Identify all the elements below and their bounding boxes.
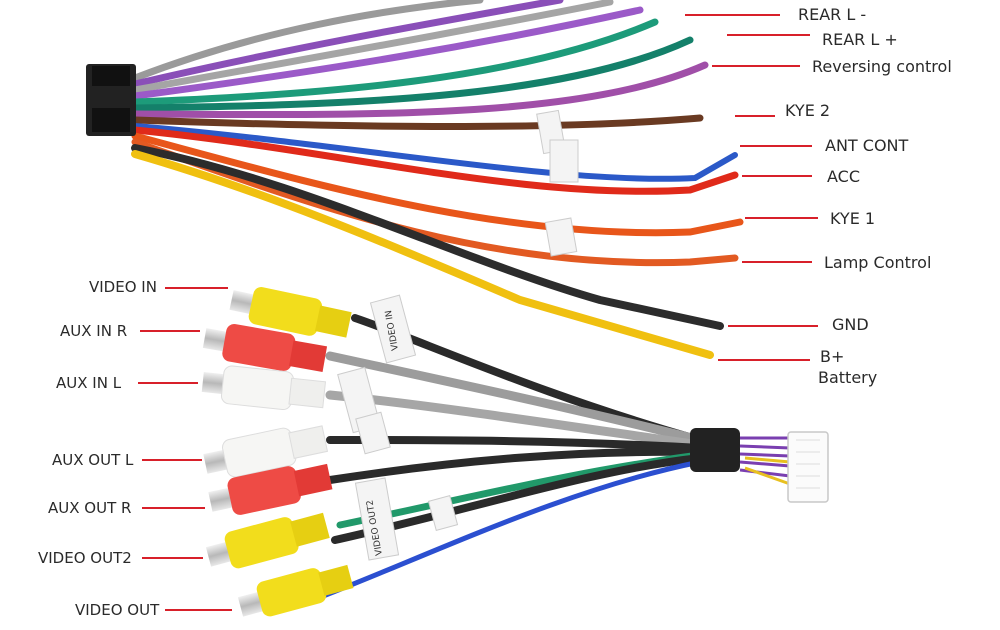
wire-green-rear-l-minus (131, 18, 659, 106)
label-gnd: GND (832, 315, 869, 334)
rca-plug-video-out (237, 564, 354, 617)
label-ant-cont: ANT CONT (825, 136, 909, 155)
rca-plug-video-out2 (205, 512, 330, 569)
label-rear-l-plus: REAR L + (822, 30, 898, 49)
wire-rca-aux-out-r (326, 447, 704, 484)
label-aux-in-l: AUX IN L (56, 374, 122, 392)
rca-plug-aux-in-r (202, 323, 328, 372)
lower-wire-tags: VIDEO IN VIDEO OUT2 (337, 294, 459, 561)
label-lamp-control: Lamp Control (824, 253, 932, 272)
wire-gray-2 (131, 0, 614, 94)
rca-harness-connector (690, 428, 829, 503)
wire-tag-3 (544, 217, 578, 257)
wire-brown-kye2 (131, 114, 704, 130)
leader-lines (138, 14, 818, 611)
rca-plugs (201, 287, 354, 617)
blue-tag-box (427, 495, 459, 531)
wire-rca-aux-in-r (325, 351, 705, 445)
label-video-in: VIDEO IN (89, 278, 157, 296)
rca-plug-video-in (229, 287, 352, 338)
label-rear-l-minus: REAR L - (798, 5, 867, 24)
wire-purple-2 (131, 6, 644, 100)
label-aux-out-l: AUX OUT L (52, 451, 134, 469)
label-kye-2: KYE 2 (785, 101, 831, 120)
wire-black-gnd (131, 144, 724, 330)
rca-plug-aux-out-r (208, 463, 333, 515)
aux-tag-box-2 (355, 411, 391, 455)
label-aux-in-r: AUX IN R (60, 322, 128, 340)
wire-green-rear-l-plus (131, 36, 694, 112)
wire-orange-kye1 (131, 132, 744, 237)
connector-bottom-clip (92, 108, 130, 132)
connector-small-wires (739, 436, 791, 478)
wire-purple-1 (131, 0, 564, 88)
connector-small-wires-yellow (744, 456, 791, 486)
label-video-out: VIDEO OUT (75, 601, 160, 619)
upper-wires (131, 0, 744, 359)
label-b-plus: B+ (820, 347, 845, 366)
black-sleeve (690, 428, 740, 472)
label-acc: ACC (827, 167, 861, 186)
label-video-out2: VIDEO OUT2 (38, 549, 132, 567)
rca-plug-aux-in-l (201, 365, 327, 411)
wire-gray-1 (131, 0, 484, 82)
video-out2-tag-box (354, 477, 400, 561)
label-kye-1: KYE 1 (830, 209, 876, 228)
video-in-tag-box (369, 294, 417, 364)
wire-blue-ant (132, 123, 738, 182)
main-connector (86, 64, 136, 136)
wire-purple-reversing (131, 61, 709, 119)
white-connector-body (787, 431, 829, 503)
wire-red-acc (131, 126, 739, 195)
upper-wire-tags (536, 109, 579, 257)
rca-plug-aux-out-l (203, 425, 329, 478)
label-battery: Battery (818, 368, 878, 387)
connector-top-clip (92, 66, 130, 86)
label-aux-out-r: AUX OUT R (48, 499, 132, 517)
wire-tag-2 (549, 139, 579, 183)
wire-yellow-bplus (131, 150, 714, 359)
label-reversing-control: Reversing control (812, 57, 952, 76)
lower-wires (297, 314, 705, 608)
